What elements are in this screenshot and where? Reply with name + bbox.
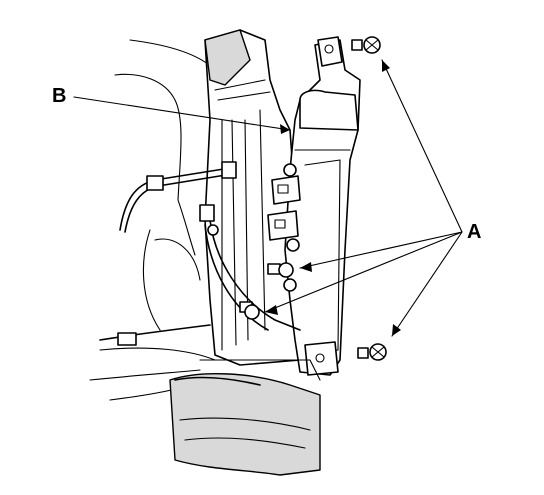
nut-group (283, 163, 300, 292)
bracket-group (267, 175, 301, 241)
callout-label-a: A (467, 221, 482, 243)
bolt-bottom-right (357, 343, 387, 361)
bolt-middle-2 (239, 301, 260, 320)
body-panel-outline (89, 39, 216, 401)
bolt-top-right (351, 36, 381, 54)
pillar-frame (204, 29, 311, 366)
cover-panel (284, 36, 361, 376)
callout-label-b: B (52, 85, 67, 107)
lower-trim (169, 359, 321, 476)
bolt-middle-1 (267, 262, 294, 278)
leader-lines-a (264, 59, 463, 337)
wiring-harness (99, 161, 301, 346)
leader-line-b (73, 96, 291, 134)
